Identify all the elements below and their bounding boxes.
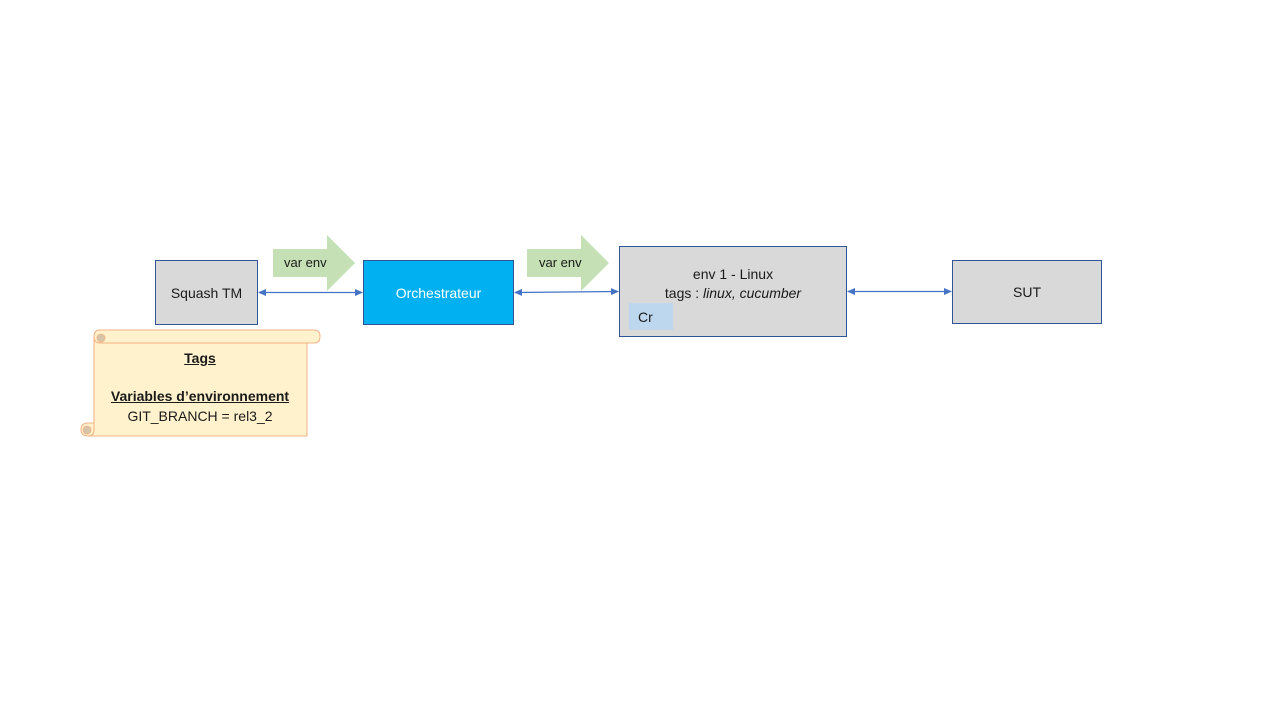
cr-subnode[interactable]: Cr [629,303,673,330]
tag-separator: , [731,285,740,301]
tag-cucumber: cucumber [739,285,802,301]
cr-label: Cr [638,308,653,325]
environment-title: env 1 - Linux [692,266,774,282]
scroll-subheading: Variables d’environnement [110,388,290,404]
scroll-value: GIT_BRANCH = rel3_2 [127,408,273,424]
flow-arrow-2 [527,235,609,291]
flow-arrow-1-label: var env [284,255,327,270]
squash-tm-node[interactable]: Squash TM [155,260,258,325]
scroll-heading: Tags [184,350,216,366]
flow-arrow-1 [273,235,355,291]
flow-arrow-2-label: var env [539,255,582,270]
environment-node[interactable]: env 1 - Linux tags : linux, cucumber Cr [619,246,847,337]
orchestrator-node[interactable]: Orchestrateur [363,260,514,325]
sut-node[interactable]: SUT [952,260,1102,324]
connector-orchestrator-env [514,288,619,296]
environment-tags: tags : linux, cucumber [620,284,846,303]
tags-prefix: tags : [664,285,704,301]
scroll-shape [80,329,321,437]
tag-linux: linux [703,285,732,301]
orchestrator-label: Orchestrateur [395,284,482,301]
sut-label: SUT [1013,284,1041,300]
squash-tm-label: Squash TM [170,284,243,301]
